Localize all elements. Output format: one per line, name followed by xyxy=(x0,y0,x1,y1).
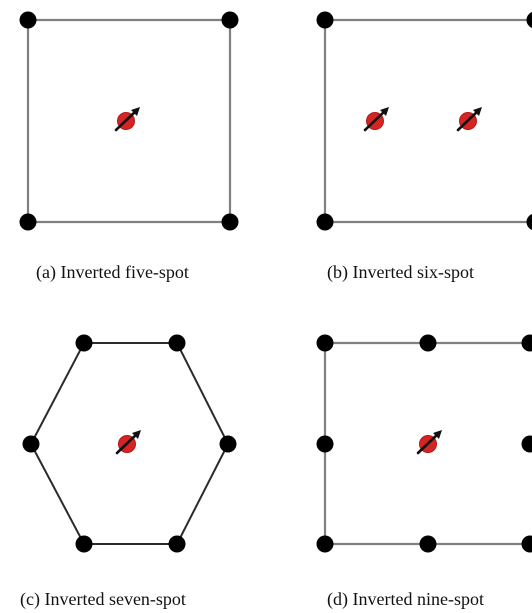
production-well xyxy=(168,535,186,553)
production-well xyxy=(221,11,239,29)
production-well xyxy=(221,213,239,231)
production-well xyxy=(316,213,334,231)
production-well xyxy=(316,11,334,29)
production-well xyxy=(316,435,334,453)
injection-well-icon xyxy=(115,428,143,455)
caption-six-spot: (b) Inverted six-spot xyxy=(327,262,474,282)
production-well xyxy=(22,435,40,453)
panel-a-five-spot xyxy=(19,11,239,231)
production-well xyxy=(419,535,437,553)
injection-well-icon xyxy=(363,105,391,132)
caption-seven-spot: (c) Inverted seven-spot xyxy=(20,589,186,609)
production-well xyxy=(521,334,532,352)
injection-well-icon xyxy=(114,105,142,132)
production-well xyxy=(419,334,437,352)
production-well xyxy=(219,435,237,453)
production-well xyxy=(75,334,93,352)
production-well xyxy=(521,435,532,453)
production-well xyxy=(316,334,334,352)
panel-b-rectangle-outline xyxy=(323,18,532,224)
panel-b-six-spot xyxy=(316,11,532,231)
caption-nine-spot: (d) Inverted nine-spot xyxy=(327,589,484,609)
production-well xyxy=(168,334,186,352)
injection-well-icon xyxy=(416,428,444,455)
production-well xyxy=(526,214,532,230)
production-well xyxy=(19,213,37,231)
production-well xyxy=(75,535,93,553)
production-well xyxy=(19,11,37,29)
production-well xyxy=(316,535,334,553)
production-well xyxy=(526,12,532,28)
injection-well-icon xyxy=(456,105,484,132)
panel-d-nine-spot xyxy=(316,334,532,553)
production-well xyxy=(521,535,532,553)
panel-c-seven-spot xyxy=(22,334,237,553)
caption-five-spot: (a) Inverted five-spot xyxy=(36,262,189,282)
